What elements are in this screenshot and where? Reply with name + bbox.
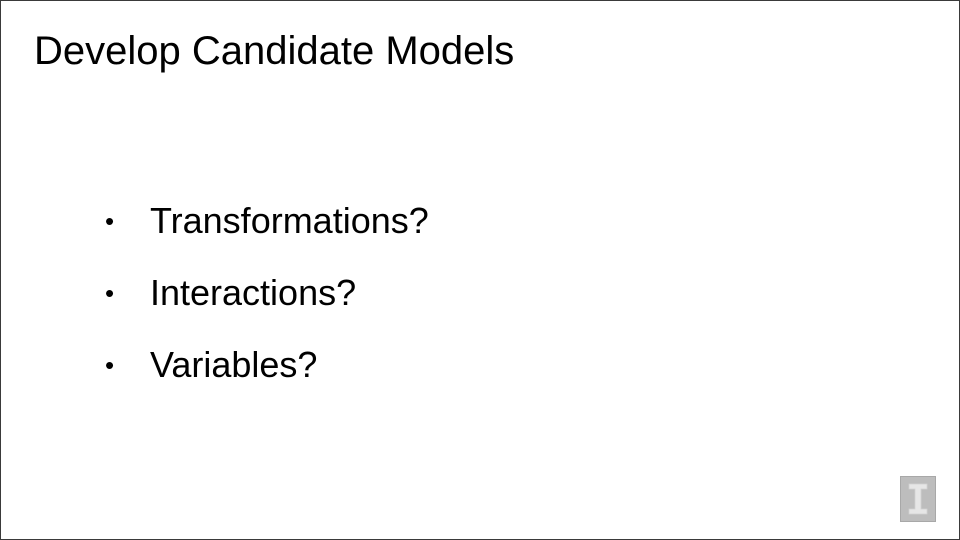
bullet-list: • Transformations? • Interactions? • Var… [101,197,429,413]
list-item: • Variables? [101,341,429,389]
bullet-text: Transformations? [150,200,429,241]
bullet-marker: • [105,206,115,236]
university-logo-icon [900,476,936,522]
list-item: • Interactions? [101,269,429,317]
bullet-text: Interactions? [150,272,357,313]
bullet-marker: • [105,278,115,308]
bullet-text: Variables? [150,344,318,385]
list-item: • Transformations? [101,197,429,245]
slide-title: Develop Candidate Models [34,29,515,73]
block-i-icon [908,483,928,515]
bullet-marker: • [105,350,115,380]
